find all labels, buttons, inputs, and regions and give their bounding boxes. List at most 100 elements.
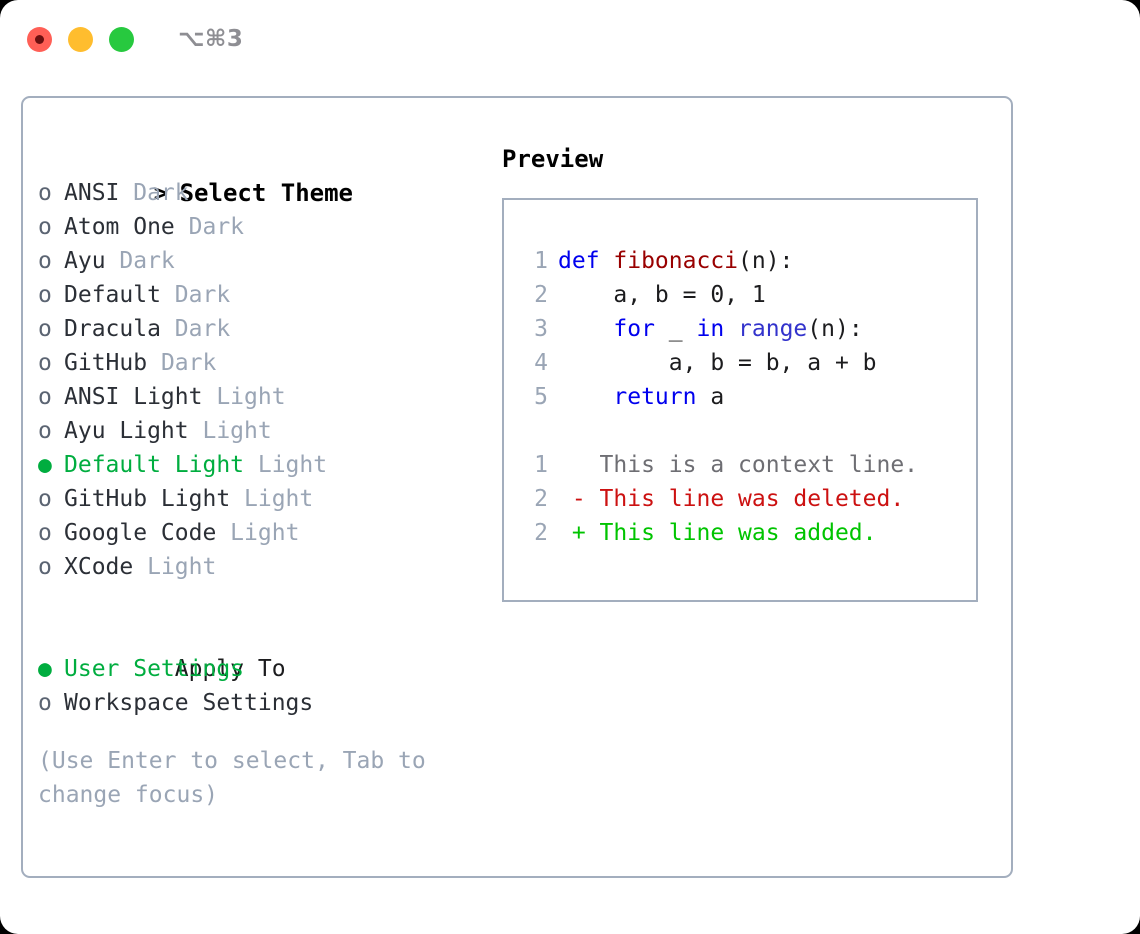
minimize-button-icon[interactable]	[68, 26, 93, 52]
radio-unselected-icon[interactable]: o	[38, 350, 52, 376]
radio-unselected-icon[interactable]: o	[38, 690, 52, 716]
pane-spacer	[38, 584, 488, 618]
theme-name-label: ANSI Light	[64, 384, 203, 410]
apply-to-item-label: Workspace Settings	[64, 690, 314, 716]
code-token	[558, 384, 613, 410]
apply-to-heading-label: Apply To	[174, 656, 286, 682]
theme-list-item[interactable]: o ANSI Dark	[38, 176, 488, 210]
theme-variant-label: Dark	[160, 316, 231, 342]
code-token	[558, 316, 613, 342]
keyboard-hint-text: (Use Enter to select, Tab to change focu…	[38, 748, 440, 808]
close-dot-center	[35, 34, 44, 44]
radio-unselected-icon[interactable]: o	[38, 418, 52, 444]
preview-code-spacer	[526, 414, 976, 448]
line-number: 1	[534, 248, 548, 274]
code-token: This is a context line.	[558, 452, 919, 478]
window-shortcut-label: ⌥⌘3	[178, 26, 244, 52]
code-token: + This line was added.	[558, 520, 877, 546]
code-token: (n):	[807, 316, 863, 342]
theme-variant-label: Light	[133, 554, 217, 580]
radio-unselected-icon[interactable]: o	[38, 316, 52, 342]
radio-unselected-icon[interactable]: o	[38, 248, 52, 274]
theme-variant-label: Light	[188, 418, 272, 444]
theme-name-label: XCode	[64, 554, 134, 580]
radio-selected-icon[interactable]: ●	[38, 656, 52, 682]
code-token: (n):	[738, 248, 794, 274]
radio-unselected-icon[interactable]: o	[38, 214, 52, 240]
line-number: 2	[534, 520, 548, 546]
code-token	[724, 316, 738, 342]
theme-variant-label: Light	[216, 520, 300, 546]
line-number: 4	[534, 350, 548, 376]
apply-to-item[interactable]: o Workspace Settings	[38, 686, 488, 720]
code-token: _	[654, 316, 697, 342]
theme-name-label: Google Code	[64, 520, 217, 546]
theme-name-label: Ayu	[64, 248, 106, 274]
theme-name-label: Atom One	[64, 214, 175, 240]
theme-name-label: Dracula	[64, 316, 161, 342]
code-token: fibonacci	[613, 248, 739, 274]
theme-list-item[interactable]: o Ayu Light Light	[38, 414, 488, 448]
code-token: a, b = 0, 1	[558, 282, 766, 308]
window-title-bar: ⌥⌘3	[0, 0, 1140, 78]
theme-name-label: GitHub Light	[64, 486, 231, 512]
code-token: return	[613, 384, 697, 410]
theme-list-item[interactable]: o XCode Light	[38, 550, 488, 584]
code-token: for	[613, 316, 655, 342]
theme-list-item[interactable]: o ANSI Light Light	[38, 380, 488, 414]
line-number: 2	[534, 486, 548, 512]
theme-name-label: Default Light	[64, 452, 245, 478]
diff-line: 1 This is a context line.	[526, 448, 976, 482]
close-button-icon[interactable]	[27, 26, 52, 52]
radio-unselected-icon[interactable]: o	[38, 282, 52, 308]
theme-name-label: GitHub	[64, 350, 148, 376]
apply-to-item[interactable]: ● User Settings	[38, 652, 488, 686]
traffic-light-buttons	[27, 26, 134, 52]
theme-list-item[interactable]: o Google Code Light	[38, 516, 488, 550]
code-line: 5 return a	[526, 380, 976, 414]
line-number: 2	[534, 282, 548, 308]
theme-name-label: Default	[64, 282, 161, 308]
diff-line: 2 - This line was deleted.	[526, 482, 976, 516]
theme-list-item[interactable]: o GitHub Light Light	[38, 482, 488, 516]
code-token: range	[738, 316, 808, 342]
code-line: 2 a, b = 0, 1	[526, 278, 976, 312]
radio-unselected-icon[interactable]: o	[38, 180, 52, 206]
code-line: 1 def fibonacci(n):	[526, 244, 976, 278]
radio-unselected-icon[interactable]: o	[38, 486, 52, 512]
theme-name-label: Ayu Light	[64, 418, 189, 444]
code-token: def	[558, 248, 614, 274]
theme-variant-label: Dark	[119, 180, 189, 206]
radio-unselected-icon[interactable]: o	[38, 554, 52, 580]
theme-list-item[interactable]: ●Default Light Light	[38, 448, 488, 482]
theme-list-item[interactable]: o Atom One Dark	[38, 210, 488, 244]
theme-name-label: ANSI	[64, 180, 120, 206]
code-token: in	[696, 316, 725, 342]
theme-variant-label: Dark	[174, 214, 245, 240]
line-number: 3	[534, 316, 548, 342]
radio-unselected-icon[interactable]: o	[38, 384, 52, 410]
maximize-button-icon[interactable]	[109, 26, 134, 52]
diff-line: 2 + This line was added.	[526, 516, 976, 550]
theme-list-item[interactable]: o Dracula Dark	[38, 312, 488, 346]
code-line: 3 for _ in range(n):	[526, 312, 976, 346]
preview-heading-label: Preview	[502, 145, 604, 173]
radio-unselected-icon[interactable]: o	[38, 520, 52, 546]
select-theme-heading: >Select Theme	[38, 142, 488, 207]
theme-variant-label: Light	[202, 384, 286, 410]
theme-variant-label: Light	[230, 486, 314, 512]
line-number: 1	[534, 452, 548, 478]
line-number: 5	[534, 384, 548, 410]
code-token: a	[696, 384, 725, 410]
code-line: 4 a, b = b, a + b	[526, 346, 976, 380]
radio-selected-icon[interactable]: ●	[38, 452, 52, 478]
apply-to-item-label: User Settings	[64, 656, 245, 682]
